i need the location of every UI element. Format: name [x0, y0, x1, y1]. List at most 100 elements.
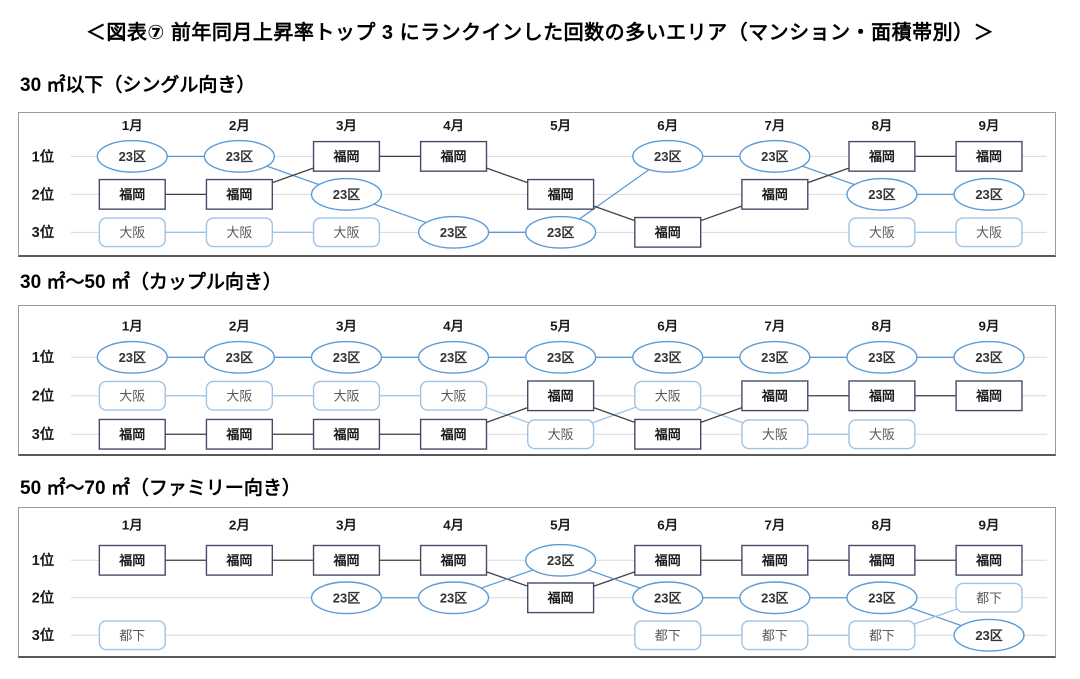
area-node-shape	[98, 620, 166, 651]
month-label: 4月	[443, 118, 464, 133]
month-label: 8月	[871, 319, 892, 334]
area-node-label: 23区	[440, 225, 467, 240]
area-node-label: 福岡	[761, 389, 788, 404]
area-node-label: 福岡	[761, 553, 788, 568]
area-node-shape	[527, 419, 595, 450]
area-node-label: 大阪	[762, 427, 788, 442]
area-node-shape	[525, 215, 597, 249]
area-node-label: 福岡	[225, 427, 252, 442]
area-node-label: 23区	[333, 350, 360, 365]
area-node-label: 福岡	[225, 553, 252, 568]
month-label: 1月	[122, 518, 143, 533]
section-heading-50-70sqm: 50 ㎡～70 ㎡（ファミリー向き）	[20, 478, 301, 499]
area-node-label: 福岡	[547, 187, 574, 202]
area-node-shape	[419, 380, 488, 411]
area-node-label: 福岡	[868, 149, 895, 164]
area-node-shape	[98, 418, 166, 450]
area-node-label: 福岡	[868, 553, 895, 568]
month-label: 3月	[336, 118, 357, 133]
area-node-label: 福岡	[547, 389, 574, 404]
rank-label: 3位	[32, 223, 55, 241]
area-node-label: 23区	[333, 187, 360, 202]
section-heading-30-50sqm: 30 ㎡～50 ㎡（カップル向き）	[20, 272, 282, 293]
area-node-shape	[419, 140, 488, 172]
area-node-label: 大阪	[226, 389, 252, 404]
area-node-shape	[741, 620, 809, 651]
area-node-label: 23区	[119, 149, 146, 164]
area-node-shape	[312, 140, 381, 172]
area-node-shape	[205, 544, 274, 576]
area-node-shape	[312, 544, 381, 576]
area-node-label: 福岡	[868, 389, 895, 404]
area-node-label: 23区	[761, 350, 788, 365]
month-label: 9月	[979, 319, 1000, 334]
area-node-label: 都下	[762, 628, 788, 643]
month-label: 2月	[229, 518, 250, 533]
area-node-shape	[419, 418, 488, 450]
area-node-shape	[96, 340, 168, 374]
area-node-shape	[98, 217, 166, 248]
area-node-shape	[96, 139, 168, 173]
month-label: 8月	[871, 518, 892, 533]
area-node-shape	[634, 380, 702, 411]
area-node-shape	[312, 380, 381, 411]
area-node-shape	[310, 340, 383, 374]
area-node-label: 23区	[440, 591, 467, 606]
month-label: 8月	[871, 118, 892, 133]
area-node-label: 大阪	[548, 427, 574, 442]
month-label: 7月	[764, 518, 785, 533]
area-node-shape	[741, 178, 809, 210]
month-label: 4月	[443, 319, 464, 334]
area-node-shape	[417, 581, 490, 615]
area-node-shape	[527, 582, 595, 614]
area-node-shape	[525, 543, 597, 577]
area-node-shape	[527, 380, 595, 412]
area-node-shape	[310, 177, 383, 211]
area-node-label: 23区	[333, 591, 360, 606]
figure-title: ＜図表⑦ 前年同月上昇率トップ 3 にランクインした回数の多いエリア（マンション…	[85, 22, 995, 44]
area-node-shape	[955, 582, 1023, 613]
area-node-shape	[98, 544, 166, 576]
area-node-shape	[848, 419, 916, 450]
area-node-label: 23区	[868, 591, 895, 606]
area-node-label: 23区	[868, 350, 895, 365]
area-node-label: 福岡	[440, 553, 467, 568]
area-node-shape	[417, 340, 490, 374]
area-node-label: 福岡	[440, 149, 467, 164]
area-node-shape	[205, 380, 274, 411]
area-node-label: 大阪	[226, 225, 252, 240]
area-node-shape	[632, 340, 704, 374]
area-node-shape	[417, 215, 490, 249]
area-node-shape	[848, 380, 916, 412]
area-node-shape	[848, 620, 916, 651]
area-node-label: 福岡	[654, 225, 681, 240]
area-node-shape	[98, 380, 166, 411]
rank-label: 3位	[32, 626, 55, 644]
area-node-shape	[848, 544, 916, 576]
area-node-shape	[953, 177, 1025, 211]
area-node-label: 23区	[226, 350, 253, 365]
area-node-shape	[634, 620, 702, 651]
area-node-label: 都下	[976, 591, 1002, 606]
area-node-label: 23区	[975, 187, 1002, 202]
area-node-label: 福岡	[332, 553, 359, 568]
area-node-shape	[98, 178, 166, 210]
rank-label: 3位	[32, 425, 55, 443]
area-node-shape	[741, 380, 809, 412]
month-label: 1月	[122, 118, 143, 133]
area-node-label: 23区	[440, 350, 467, 365]
area-node-label: 福岡	[118, 427, 145, 442]
area-node-label: 福岡	[975, 389, 1002, 404]
area-node-label: 23区	[761, 149, 788, 164]
area-node-label: 福岡	[761, 187, 788, 202]
month-label: 1月	[122, 319, 143, 334]
area-node-shape	[632, 139, 704, 173]
area-node-label: 23区	[547, 553, 574, 568]
month-label: 3月	[336, 518, 357, 533]
month-label: 5月	[550, 118, 571, 133]
area-node-label: 福岡	[332, 427, 359, 442]
area-node-shape	[203, 340, 276, 374]
